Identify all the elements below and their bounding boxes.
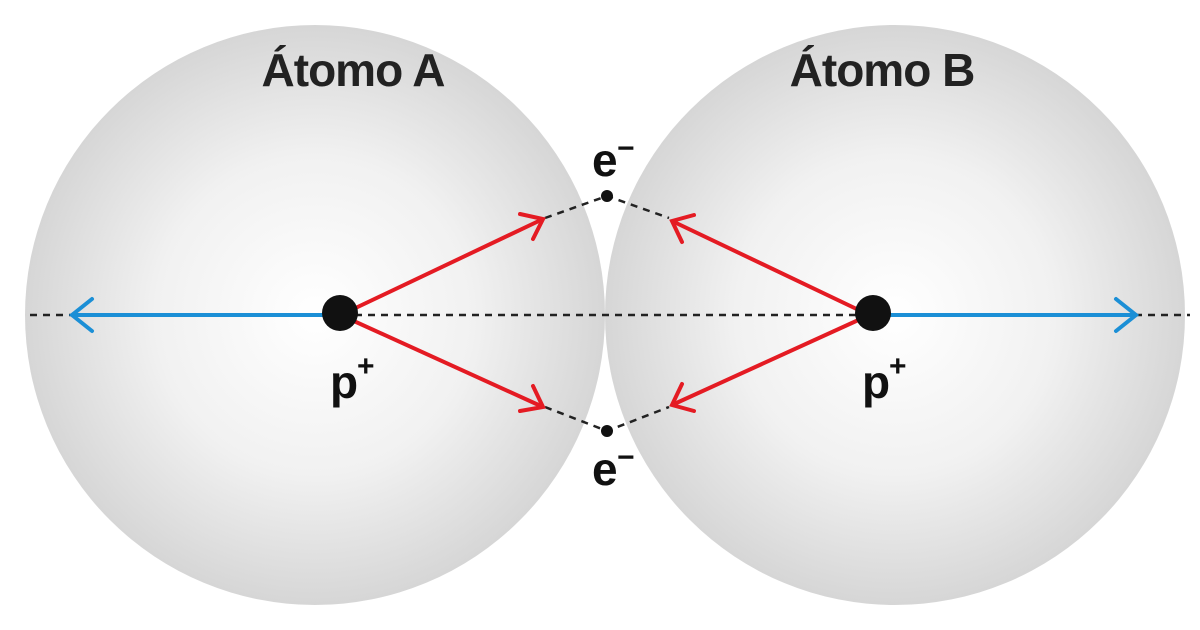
attraction-arrow-b-bottom xyxy=(669,315,866,413)
svg-text:e: e xyxy=(592,134,618,186)
proton-a-label: p + xyxy=(330,350,375,408)
proton-b-label: p + xyxy=(862,350,907,408)
repulsion-arrow-right xyxy=(870,297,1140,333)
svg-text:p: p xyxy=(862,356,890,408)
proton-a xyxy=(322,295,358,331)
svg-text:+: + xyxy=(889,350,907,383)
repulsion-arrow-left xyxy=(68,297,340,333)
svg-text:−: − xyxy=(617,132,635,165)
attraction-arrow-a-top xyxy=(344,212,546,315)
attraction-arrow-b-top xyxy=(669,213,866,315)
electron-top-label: e − xyxy=(592,132,635,186)
electron-bottom xyxy=(601,425,613,437)
atom-a-label: Átomo A xyxy=(262,44,445,96)
attraction-arrow-a-bottom xyxy=(344,315,546,413)
svg-text:−: − xyxy=(617,441,635,474)
proton-b xyxy=(855,295,891,331)
atom-b-label: Átomo B xyxy=(790,44,975,96)
svg-text:+: + xyxy=(357,350,375,383)
svg-text:e: e xyxy=(592,443,618,495)
electron-top xyxy=(601,190,613,202)
svg-text:p: p xyxy=(330,356,358,408)
electron-bottom-label: e − xyxy=(592,441,635,495)
